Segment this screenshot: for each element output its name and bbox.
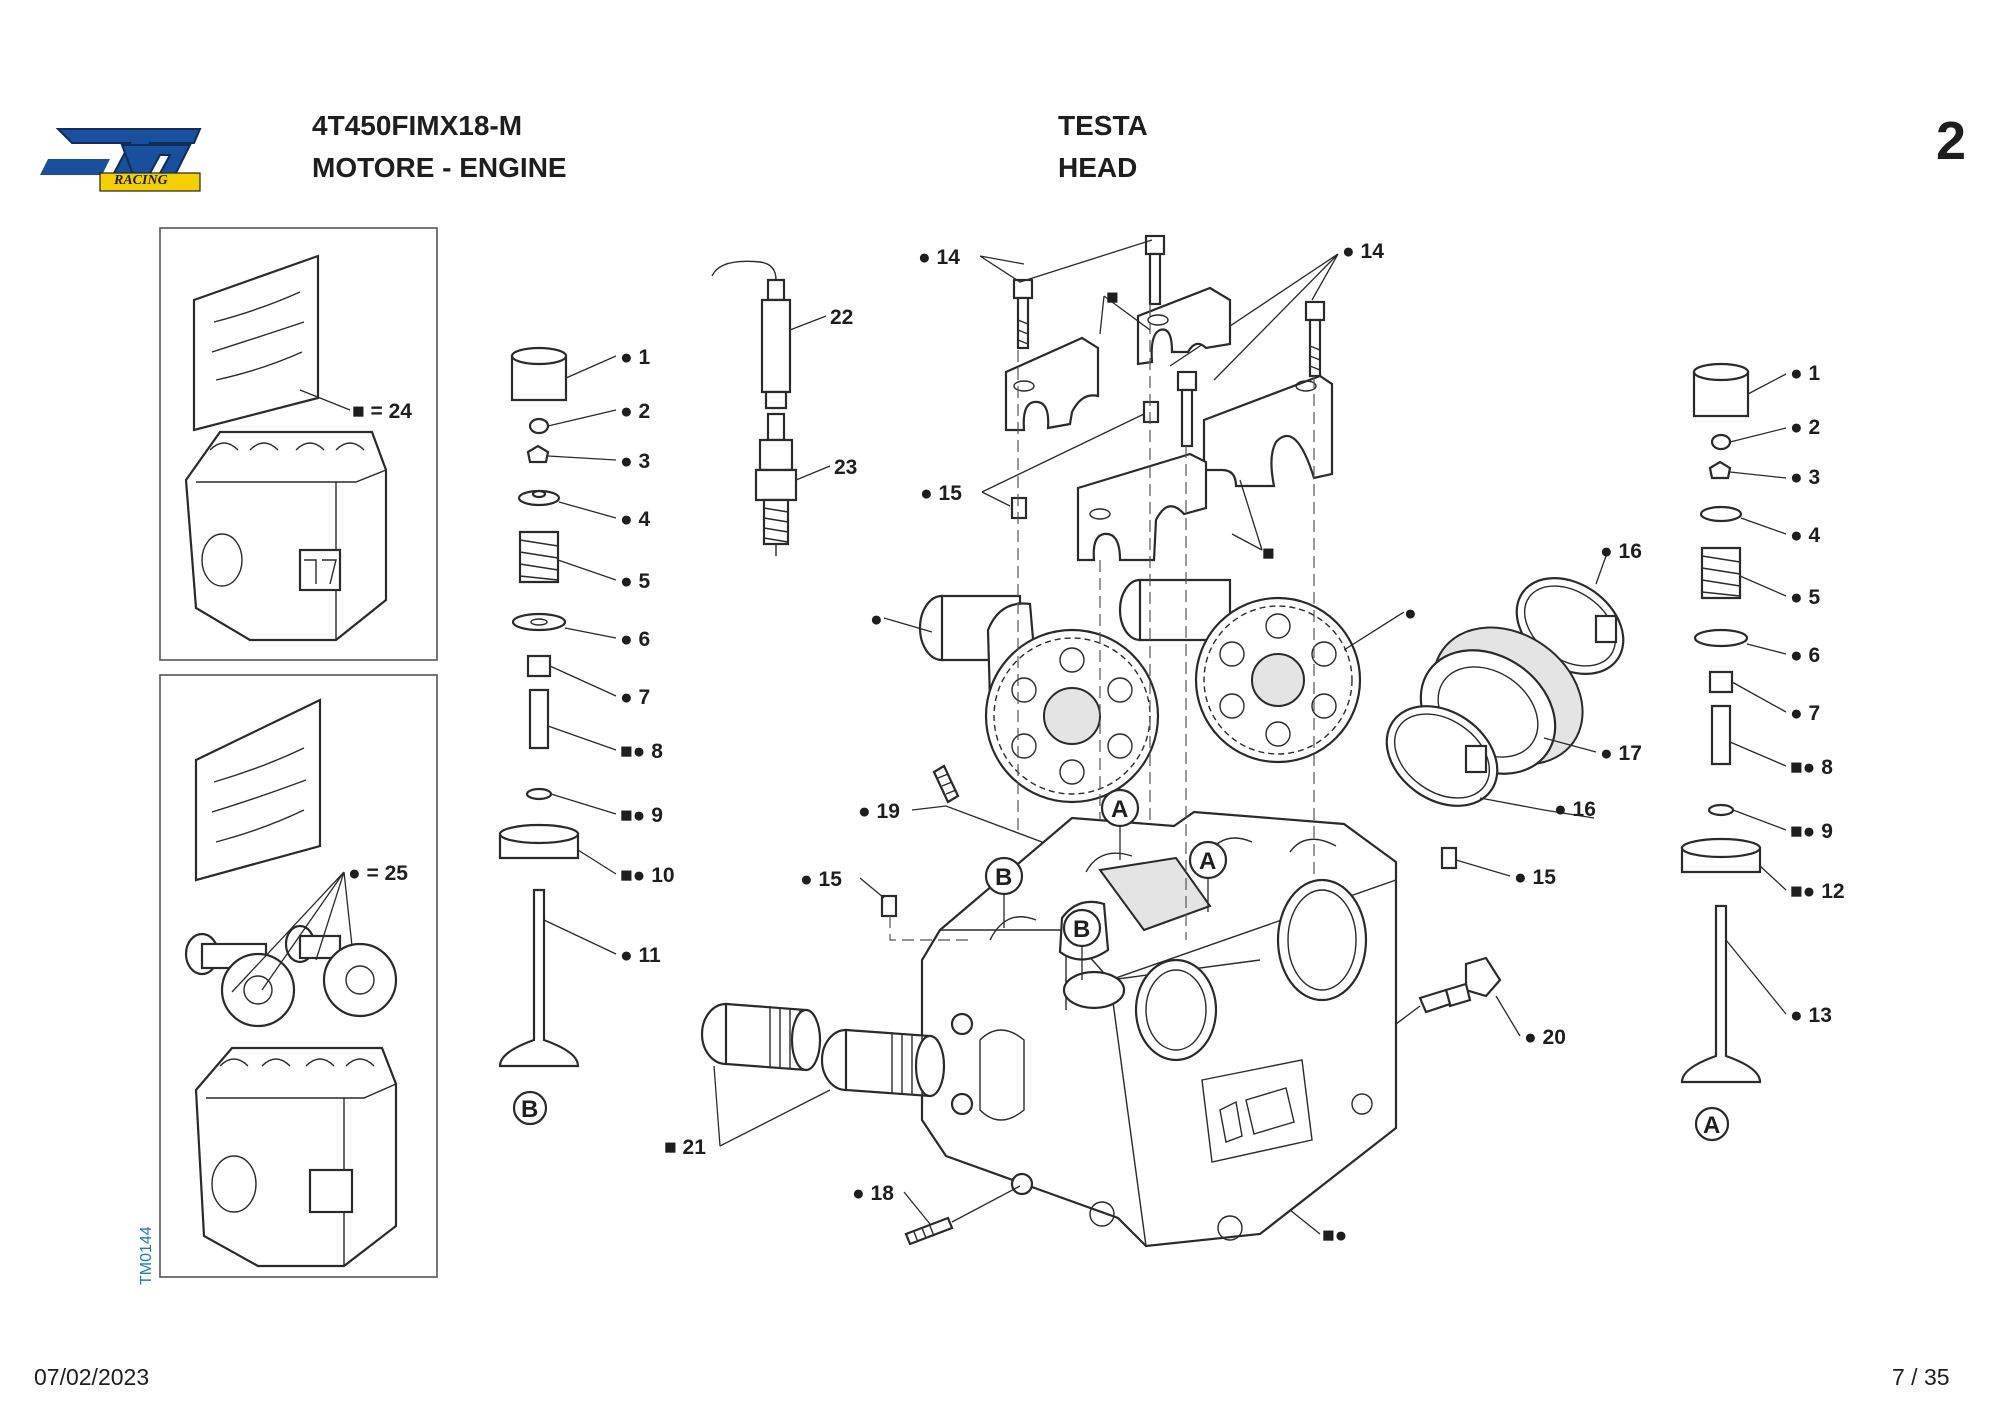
kit-25-callout: ● = 25 [348,862,408,885]
brand-sub-label: RACING [114,173,168,188]
callout-16b: ● 16 [1554,798,1596,821]
svg-text:A: A [1199,848,1216,875]
valve-stack-intake [1680,362,1762,1084]
footer-date: 07/02/2023 [34,1364,150,1390]
footer-page-count: 7 / 35 [1892,1364,1950,1390]
svg-text:B: B [1073,916,1090,943]
callout-17: ● 17 [1600,742,1642,765]
callout-valve-1: ● 1 [620,346,651,369]
callout-right-9: ■● 9 [1790,820,1833,843]
valve-stack-exhaust [498,346,580,1068]
cap-bolts-icon [1012,234,1326,448]
tm-racing-logo-icon [40,128,202,192]
camshaft-exhaust-icon [918,594,1160,804]
callout-valve-8: ■● 8 [620,740,663,763]
group-title: MOTORE - ENGINE [312,152,567,183]
cam-cap-icon [1004,286,1334,562]
callout-cam-left: ● [870,608,883,631]
callout-15a: ● 15 [920,482,962,505]
plug-bolt-icon [1418,956,1502,1014]
callout-right-4: ● 4 [1790,524,1821,547]
callout-19: ● 19 [858,800,900,823]
intake-manifold-icon [820,1028,946,1098]
valve-position-mark-b2: B [1062,908,1102,980]
callout-18: ● 18 [852,1182,894,1205]
callout-14b: ● 14 [1342,240,1384,263]
callout-21: ■ 21 [664,1136,706,1159]
callout-16a: ● 16 [1600,540,1642,563]
callout-cam-right: ● [1404,602,1417,625]
callout-valve-7: ● 7 [620,686,650,709]
valve-mark-b-left: B [512,1090,548,1126]
camshaft-small-icon [184,924,398,1028]
callout-14a: ● 14 [918,246,960,269]
callout-15c: ● 15 [1514,866,1556,889]
callout-valve-10: ■● 10 [620,864,675,887]
head-tm-logo-icon [1219,1087,1295,1143]
callout-valve-4: ● 4 [620,508,651,531]
section-title-en: HEAD [1058,152,1138,183]
hose-clamp-icon [1385,705,1499,807]
page-number: 2 [1936,111,1967,171]
cylinder-head-small-icon [194,1046,398,1268]
callout-right-12: ■● 12 [1790,880,1845,903]
callout-right-5: ● 5 [1790,586,1821,609]
brand-logo: RACING tm [40,115,210,195]
valve-position-mark-b1: B [984,856,1024,928]
callout-valve-11: ● 11 [620,944,661,967]
callout-square-top: ■ [1106,286,1119,309]
callout-20: ● 20 [1524,1026,1566,1049]
valve-position-mark-a1: A [1100,788,1140,860]
repair-kit-box [159,674,438,1278]
callout-right-7: ● 7 [1790,702,1820,725]
callout-right-1: ● 1 [1790,362,1821,385]
callout-right-2: ● 2 [1790,416,1820,439]
callout-right-3: ● 3 [1790,466,1820,489]
svg-text:B: B [521,1096,538,1123]
callout-23: 23 [834,456,857,479]
camshaft-intake-icon [1118,578,1362,764]
callout-right-13: ● 13 [1790,1004,1832,1027]
stud-bolt-icon [904,1216,954,1246]
callout-valve-9: ■● 9 [620,804,663,827]
model-code: 4T450FIMX18-M [312,110,523,141]
callout-15b: ● 15 [800,868,842,891]
intake-manifold-icon [700,1002,822,1072]
grub-screw-icon [932,764,960,804]
valve-mark-a-right: A [1694,1106,1730,1142]
callout-right-6: ● 6 [1790,644,1820,667]
callout-22: 22 [830,306,853,329]
callout-valve-2: ● 2 [620,400,650,423]
callout-valve-3: ● 3 [620,450,650,473]
dowel-pins-icon [880,400,1458,918]
callout-valve-5: ● 5 [620,570,651,593]
gasket-kit-box [159,227,438,661]
spark-plug-cap-icon [711,260,792,410]
gasket-envelope-icon [194,698,322,882]
valve-position-mark-a2: A [1188,840,1228,912]
callout-right-8: ■● 8 [1790,756,1833,779]
gasket-envelope-icon [192,254,320,432]
spark-plug-icon [754,412,798,556]
callout-valve-6: ● 6 [620,628,650,651]
kit-24-callout: ■ = 24 [352,400,412,423]
callout-square-mid: ■ [1262,542,1275,565]
cylinder-head-small-icon [184,430,388,642]
svg-text:A: A [1111,796,1128,823]
section-title-it: TESTA [1058,110,1148,141]
callout-head: ■● [1322,1224,1347,1247]
svg-text:B: B [995,864,1012,891]
svg-text:A: A [1703,1112,1720,1139]
